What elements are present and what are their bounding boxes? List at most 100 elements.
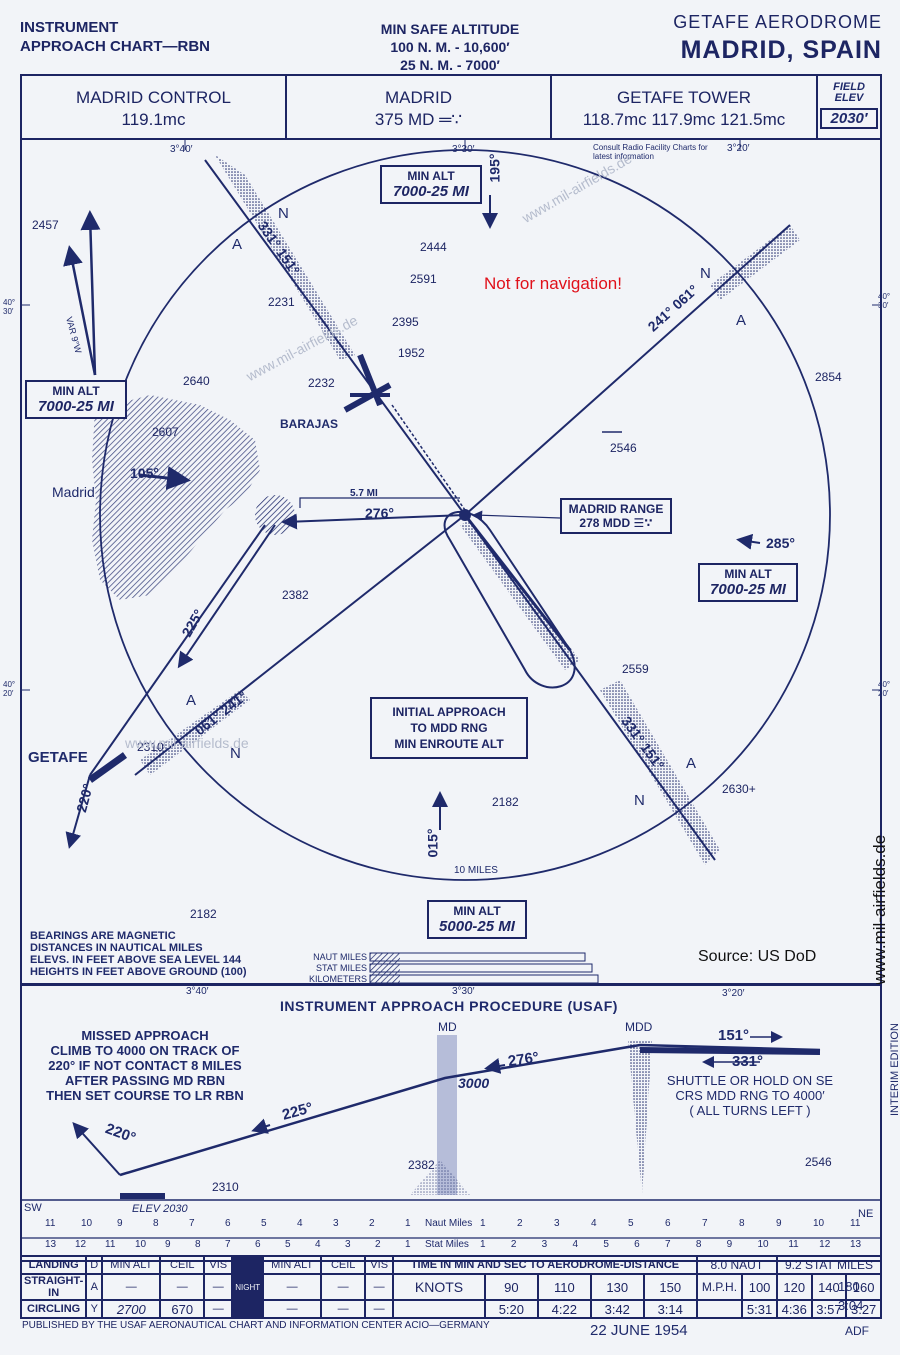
- min-alt-box-right: MIN ALT 7000-25 MI: [698, 563, 798, 602]
- stat-tick-right: 10: [757, 1239, 769, 1250]
- distance-scales: [369, 952, 599, 984]
- time-header: TIME IN MIN AND SEC TO AERODROME-DISTANC…: [392, 1255, 698, 1275]
- naut-tick-right: 5: [628, 1218, 634, 1229]
- min-alt-box-bottom: MIN ALT 5000-25 MI: [427, 900, 527, 939]
- shuttle-line2: CRS MDD RNG TO 4000′: [675, 1088, 825, 1103]
- time-blank: [392, 1299, 486, 1319]
- stat-tick-left: 1: [405, 1239, 411, 1250]
- profile-arrow-276: [484, 1058, 506, 1074]
- minima-circling: CIRCLING: [19, 1299, 88, 1319]
- min-alt-top-value: 7000-25 MI: [393, 183, 469, 200]
- time-110: 4:22: [536, 1299, 592, 1319]
- holding-pattern: [443, 511, 576, 689]
- watermark-bottom: www.mil-airfields.de: [125, 735, 249, 751]
- min-alt-top-label: MIN ALT: [407, 169, 455, 183]
- naut-tick-left: 1: [405, 1218, 411, 1229]
- naut-tick-right: 3: [554, 1218, 560, 1229]
- quadrant-n-sw: N: [230, 745, 241, 762]
- tower-cell: GETAFE TOWER 118.7mc 117.9mc 121.5mc: [552, 76, 818, 138]
- shuttle-line1: SHUTTLE OR HOLD ON SE: [666, 1073, 834, 1088]
- chart-title: INSTRUMENT APPROACH CHART—RBN: [20, 18, 210, 56]
- md-beacon-cone: [437, 1035, 457, 1195]
- dist-5-7-label: 5.7 MI: [350, 488, 378, 499]
- grid-340-label: 3°40′: [170, 144, 193, 155]
- mph-100: 100: [741, 1273, 778, 1301]
- lat-4020-left: 40° 20′: [3, 680, 16, 698]
- field-runway-bar: [120, 1193, 165, 1199]
- day-d: D: [85, 1255, 104, 1275]
- minima-landing: LANDING: [19, 1255, 88, 1275]
- elev-2607: 2607: [152, 425, 179, 439]
- night-column: NIGHT: [231, 1255, 265, 1319]
- naut-tick-left: 9: [117, 1218, 123, 1229]
- min-alt-left-value: 7000-25 MI: [38, 398, 114, 415]
- hdr-min-alt-day: MIN ALT: [101, 1255, 162, 1275]
- knots-90: 90: [483, 1273, 539, 1301]
- magnetic-north-arrow: [63, 245, 97, 376]
- quadrant-a-se: A: [686, 755, 697, 772]
- track-225: [177, 524, 276, 669]
- stat-tick-left: 3: [345, 1239, 351, 1250]
- stat-tick-left: 10: [135, 1239, 147, 1250]
- missed-line4: AFTER PASSING MD RBN: [64, 1073, 226, 1088]
- field-elev-value: 2030′: [820, 108, 878, 129]
- scale-km-label: KILOMETERS: [308, 974, 367, 984]
- control-cell: MADRID CONTROL 119.1mc: [22, 76, 287, 138]
- hdr-ceil-night: CEIL: [320, 1255, 367, 1275]
- initial-approach-line2: TO MDD RNG: [410, 721, 488, 735]
- dist-stat: 9.2 STAT MILES: [775, 1255, 883, 1275]
- missed-line5: THEN SET COURSE TO LR RBN: [46, 1088, 244, 1103]
- quadrant-a-ne: A: [736, 312, 747, 329]
- day-y: Y: [85, 1299, 104, 1319]
- stat-tick-right: 7: [665, 1239, 671, 1250]
- source-label: Source: US DoD: [698, 948, 817, 965]
- true-north-arrow: [80, 210, 101, 376]
- naut-tick-left: 2: [369, 1218, 375, 1229]
- inbound-beam: [460, 520, 580, 670]
- field-elev-cell: FIELD ELEV 2030′: [818, 76, 880, 138]
- dist-naut: 8.0 NAUT: [695, 1255, 778, 1275]
- knots-130: 130: [589, 1273, 645, 1301]
- lat-4020-right: 40° 20′: [878, 680, 891, 698]
- grid-320-label: 3°20′: [727, 143, 750, 154]
- min-alt-bottom-label: MIN ALT: [453, 904, 501, 918]
- stat-tick-right: 13: [850, 1239, 862, 1250]
- si-ceil-night: —: [320, 1273, 367, 1301]
- si-ceil-day: —: [159, 1273, 206, 1301]
- circ-vis-day: —: [203, 1299, 234, 1319]
- scale-stat-label: STAT MILES: [315, 963, 367, 973]
- stat-tick-left: 2: [375, 1239, 381, 1250]
- day-a: A: [85, 1273, 104, 1301]
- mph-180: 180: [838, 1279, 860, 1294]
- mph-140: 140: [810, 1273, 848, 1301]
- missed-line1: MISSED APPROACH: [81, 1028, 209, 1043]
- note-bearings: BEARINGS ARE MAGNETIC: [30, 930, 176, 942]
- elev-2310: 2310: [137, 740, 164, 754]
- stat-tick-left: 6: [255, 1239, 261, 1250]
- hdr-vis-day: VIS: [203, 1255, 234, 1275]
- mph-time-blank: [695, 1299, 744, 1319]
- missed-approach-note: MISSED APPROACH CLIMB TO 4000 ON TRACK O…: [20, 1028, 270, 1103]
- barajas-label: BARAJAS: [280, 417, 339, 431]
- madrid-range-label: MADRID RANGE: [568, 502, 664, 516]
- stat-tick-left: 5: [285, 1239, 291, 1250]
- madrid-range-symbol: [459, 509, 471, 521]
- time-mph-180: 3:04: [838, 1298, 864, 1313]
- circ-ceil-night: —: [320, 1299, 367, 1319]
- quadrant-a-nw: A: [232, 236, 243, 253]
- beam-se: [600, 680, 720, 865]
- elev-2231: 2231: [268, 295, 295, 309]
- bearing-195: 195°: [486, 153, 503, 183]
- publisher-note: PUBLISHED BY THE USAF AERONAUTICAL CHART…: [22, 1320, 490, 1331]
- time-mph-160: 3:27: [845, 1299, 882, 1319]
- stat-tick-right: 3: [541, 1239, 548, 1250]
- profile-bearing-331: 331°: [732, 1053, 764, 1070]
- elev-2395: 2395: [392, 315, 419, 329]
- range-pointer: [472, 510, 561, 521]
- beam-ne: [710, 225, 800, 300]
- min-alt-box-top: MIN ALT 7000-25 MI: [380, 165, 482, 204]
- stat-tick-left: 9: [165, 1239, 171, 1250]
- mph-120: 120: [775, 1273, 813, 1301]
- time-mph-140: 3:57: [810, 1299, 848, 1319]
